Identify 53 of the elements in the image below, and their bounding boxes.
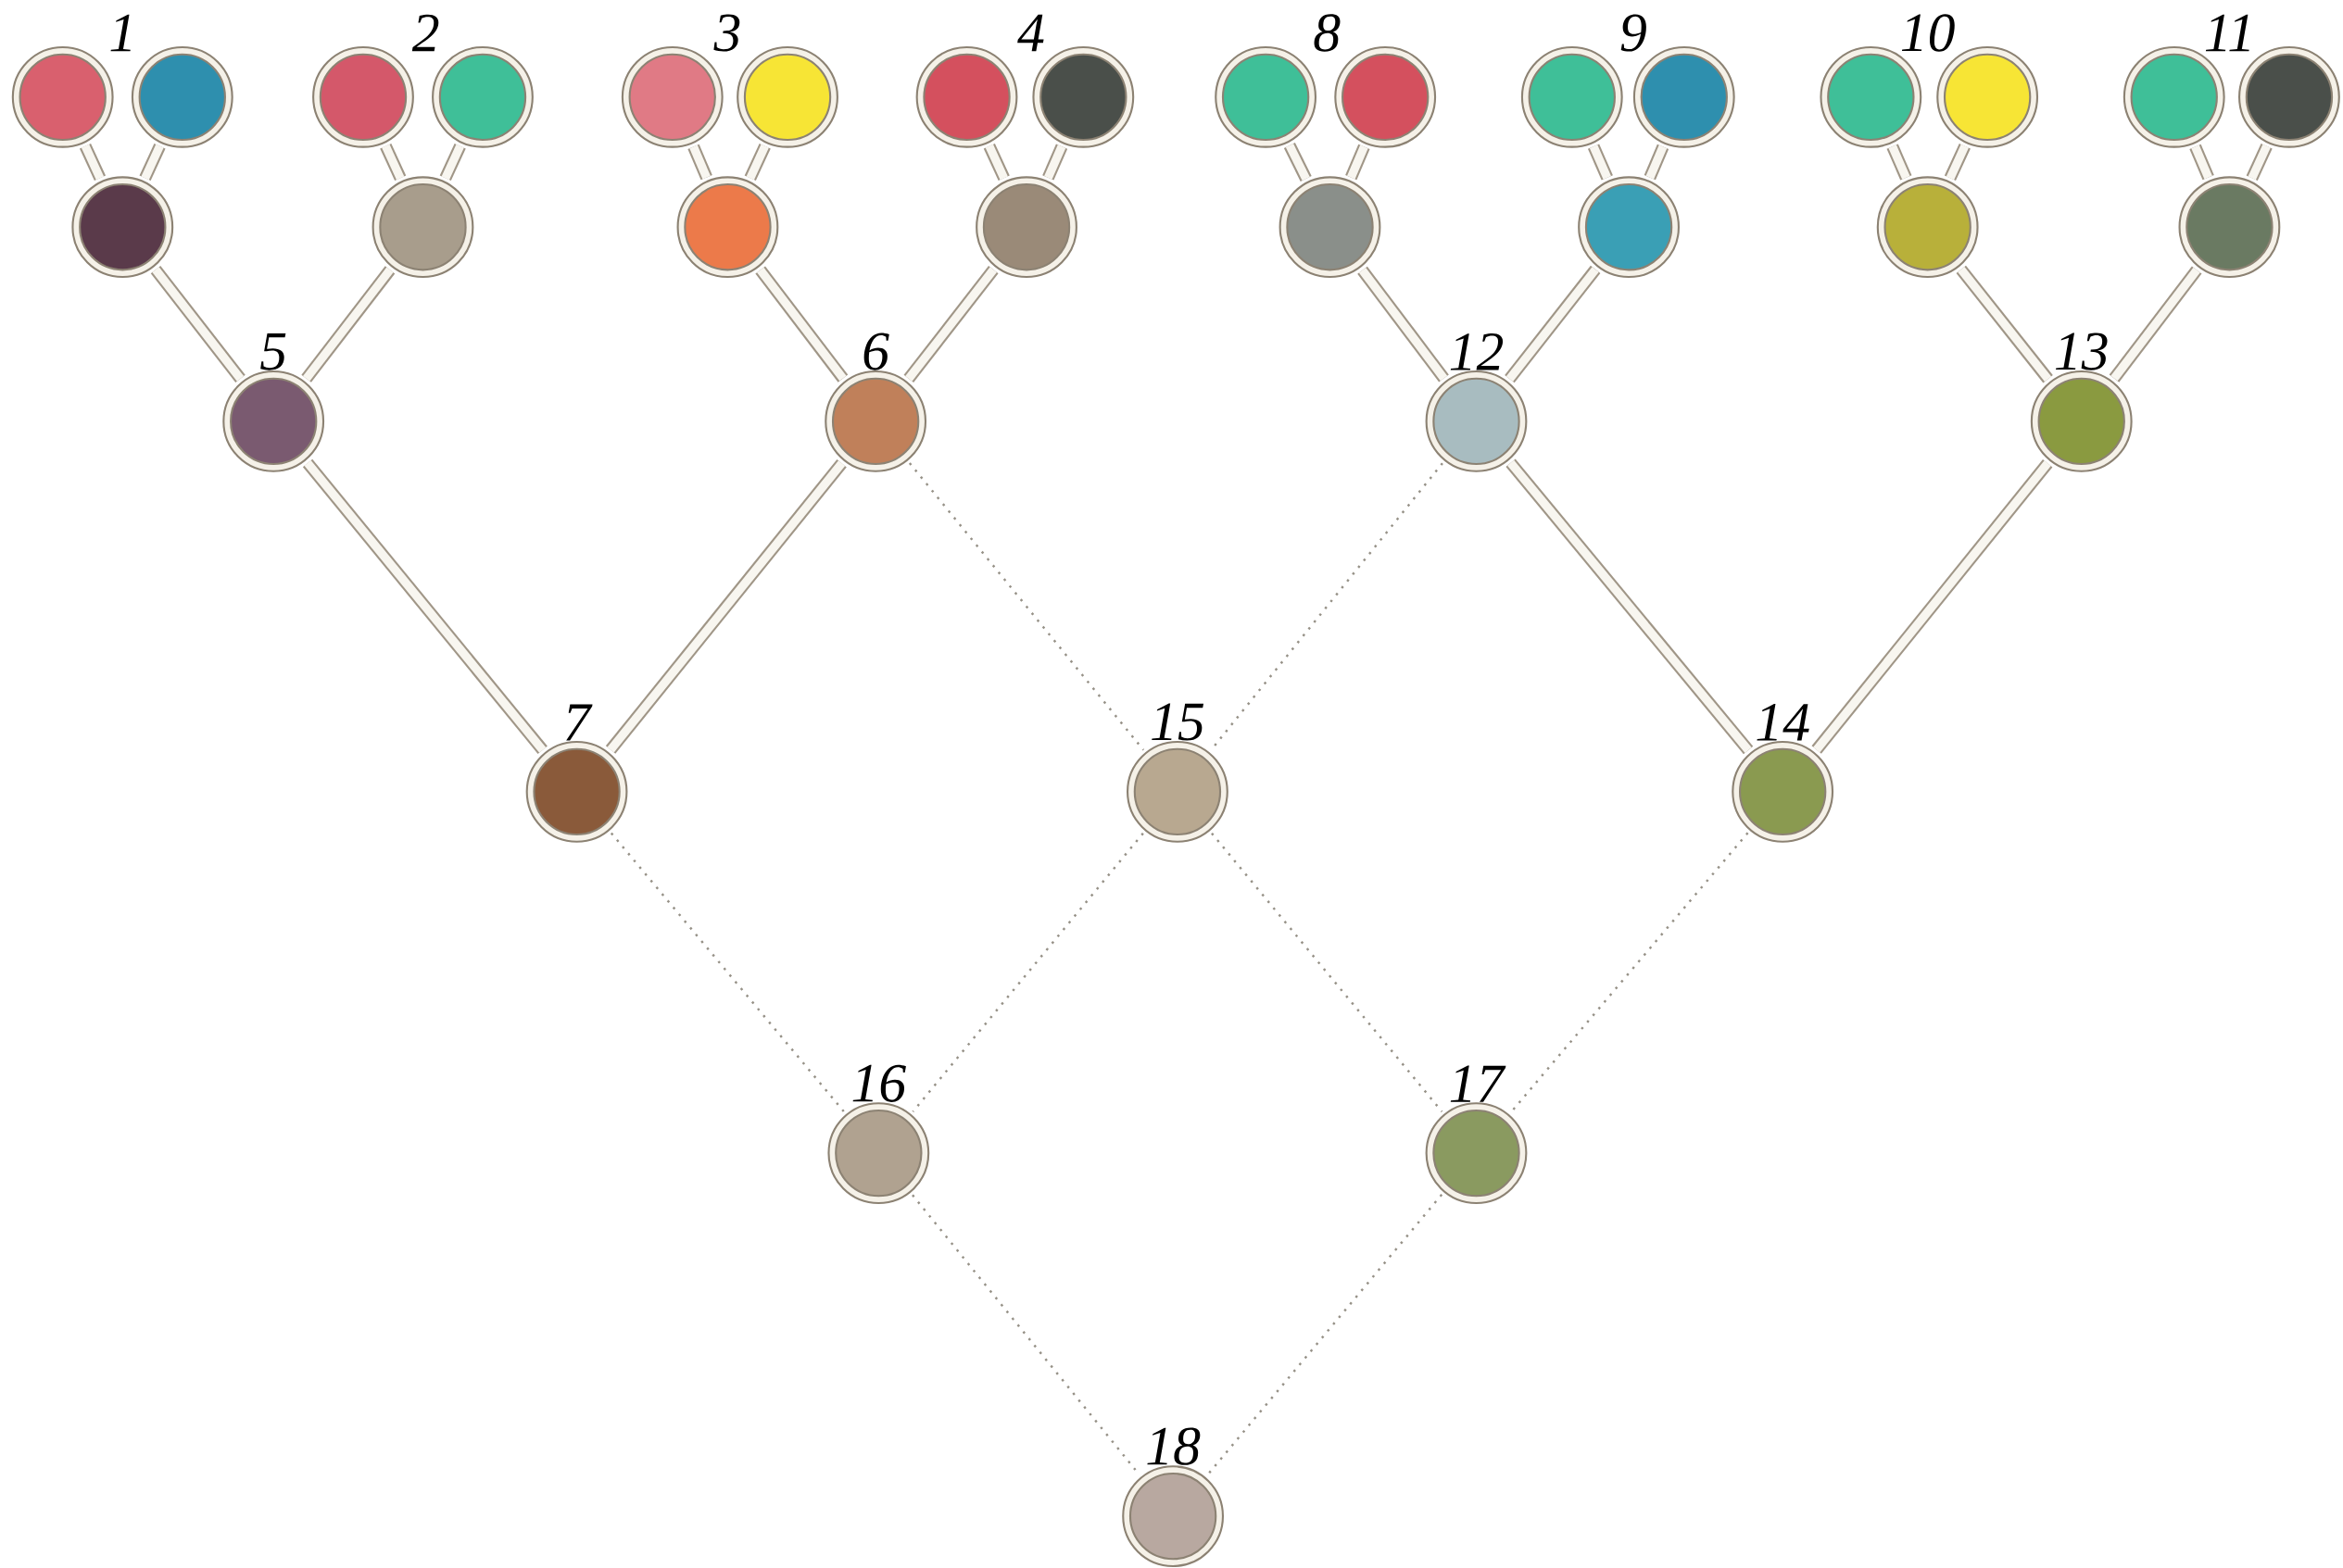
connector-line <box>139 143 166 181</box>
connector-line <box>1042 144 1068 181</box>
connector-line <box>1644 144 1669 181</box>
number-label: 8 <box>1314 14 1341 52</box>
node-label: 7 <box>566 704 593 741</box>
connector-line <box>1587 144 1613 181</box>
connector-line <box>687 144 712 181</box>
connector-line <box>1357 266 1449 383</box>
connector-line <box>302 458 548 754</box>
connector-line <box>1886 144 1912 181</box>
number-label: 3 <box>713 14 740 52</box>
node-label: 14 <box>1757 703 1809 741</box>
node-label: 12 <box>1450 332 1504 370</box>
connector-line <box>908 462 1145 751</box>
colour-circle <box>2178 176 2281 278</box>
connector-line <box>2109 266 2202 383</box>
number-label: 1 <box>110 14 131 51</box>
number-label: 2 <box>411 14 439 52</box>
node-label: 5 <box>260 332 286 370</box>
connector-line <box>1956 265 2053 383</box>
connector-line <box>1944 143 1971 181</box>
connector-line <box>439 143 466 181</box>
number-label: 4 <box>1017 14 1044 51</box>
number-label: 11 <box>2205 14 2249 51</box>
node-label: 17 <box>1450 1065 1506 1102</box>
connector-line <box>912 832 1144 1112</box>
connector-line <box>1811 458 2053 754</box>
connector-line <box>1206 1193 1443 1475</box>
node-label: 16 <box>852 1064 906 1102</box>
connector-line <box>2246 143 2273 181</box>
connector-line <box>1510 832 1749 1113</box>
connector-line <box>79 143 107 181</box>
connector-line <box>1505 265 1601 383</box>
connector-line <box>380 143 407 181</box>
connector-line <box>1345 144 1370 181</box>
node-label: 18 <box>1147 1427 1201 1465</box>
connector-line <box>903 265 999 383</box>
connector-line <box>2189 144 2214 180</box>
connector-line <box>1211 832 1443 1112</box>
connector-line <box>610 832 845 1112</box>
node-label: 6 <box>863 332 889 370</box>
number-label: 10 <box>1901 14 1955 52</box>
connector-line <box>150 265 246 383</box>
connector-line <box>1505 458 1754 754</box>
connector-line <box>983 143 1010 181</box>
connector-line <box>605 458 847 754</box>
connector-line <box>1283 142 1312 182</box>
number-label: 9 <box>1620 14 1646 52</box>
node-label: 15 <box>1152 703 1204 741</box>
connector-line <box>744 143 771 181</box>
connector-line <box>301 266 396 383</box>
node-label: 13 <box>2056 332 2108 370</box>
connector-line <box>755 266 849 383</box>
